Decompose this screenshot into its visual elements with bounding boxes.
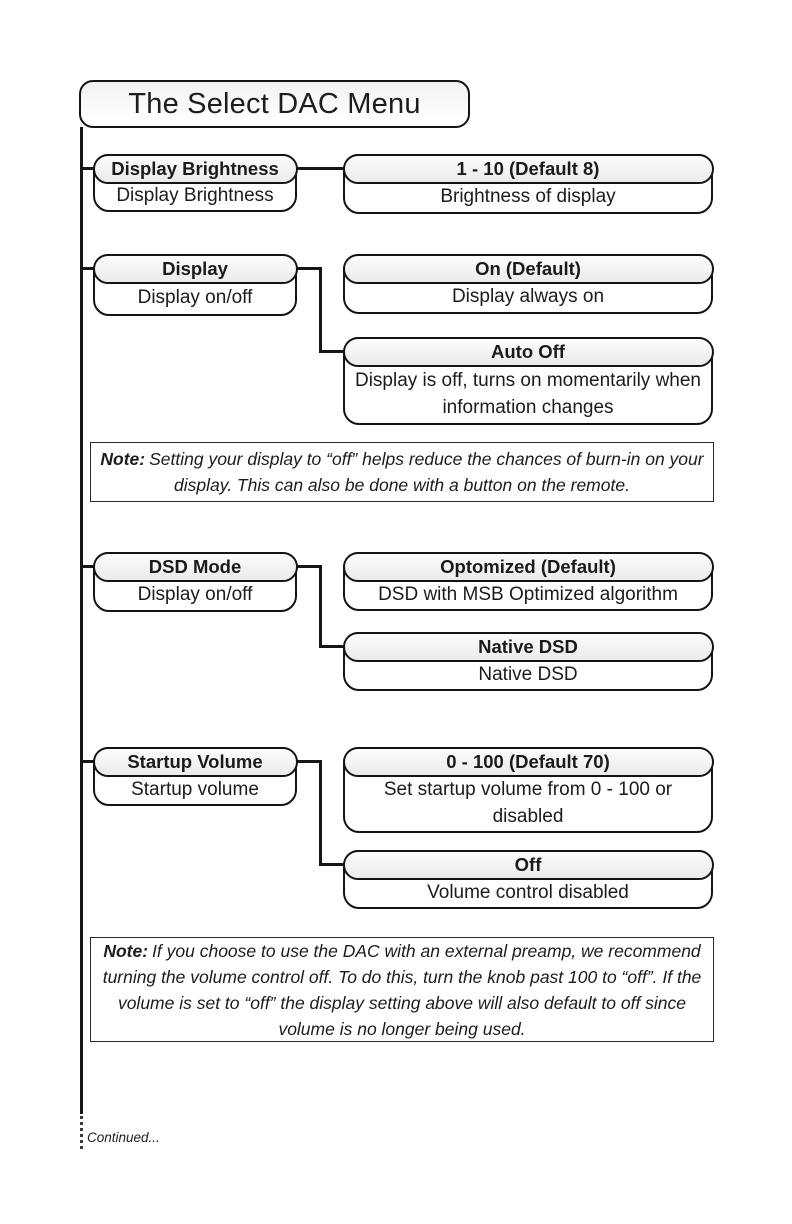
option-display-on: On (Default) Display always on (342, 253, 714, 314)
connector-row2-a (294, 267, 322, 270)
option-description: Display always on (451, 286, 605, 308)
option-description: Native DSD (478, 663, 578, 685)
connector-row4-a (294, 760, 322, 763)
option-label: 0 - 100 (Default 70) (342, 746, 714, 777)
menu-item-dsd-mode: DSD Mode Display on/off (92, 551, 298, 612)
option-native-dsd: Native DSD Native DSD (342, 631, 714, 691)
note-box-display: Note:Setting your display to “off” helps… (90, 442, 714, 502)
option-label: On (Default) (342, 253, 714, 284)
connector-row1 (295, 167, 345, 170)
menu-item-display: Display Display on/off (92, 253, 298, 316)
menu-item-display-brightness: Display Brightness Display Brightness (92, 153, 298, 212)
menu-item-label: Display Brightness (92, 153, 298, 184)
note-prefix: Note: (100, 449, 146, 469)
option-description: DSD with MSB Optimized algorithm (378, 583, 678, 605)
trunk-line-dotted (80, 1116, 83, 1149)
option-description: Volume control disabled (427, 881, 629, 903)
option-label: Native DSD (342, 631, 714, 662)
option-label: 1 - 10 (Default 8) (342, 153, 714, 184)
menu-item-description: Display on/off (137, 584, 253, 606)
connector-row3-b (319, 645, 345, 648)
connector-row3-a (294, 565, 322, 568)
note-prefix: Note: (103, 940, 149, 961)
connector-row2-branch (319, 267, 322, 353)
connector-row3-branch (319, 565, 322, 648)
option-display-auto-off: Auto Off Display is off, turns on moment… (342, 336, 714, 425)
trunk-line (80, 127, 83, 1114)
note-text: Note:If you choose to use the DAC with a… (97, 938, 707, 1042)
option-dsd-optimized: Optomized (Default) DSD with MSB Optimiz… (342, 551, 714, 611)
option-description: Brightness of display (440, 186, 616, 208)
note-body: Setting your display to “off” helps redu… (149, 449, 704, 495)
menu-item-description: Display Brightness (116, 185, 274, 207)
page-title: The Select DAC Menu (79, 80, 470, 128)
connector-row2-b (319, 350, 345, 353)
menu-item-label: DSD Mode (92, 551, 298, 582)
connector-row4-branch (319, 760, 322, 866)
menu-item-label: Startup Volume (92, 746, 298, 777)
menu-item-description: Display on/off (137, 287, 253, 309)
option-label: Auto Off (342, 336, 714, 367)
option-volume-off: Off Volume control disabled (342, 849, 714, 909)
option-label: Off (342, 849, 714, 880)
connector-stub-row2 (80, 267, 95, 270)
connector-stub-row4 (80, 760, 95, 763)
option-label: Optomized (Default) (342, 551, 714, 582)
connector-row4-b (319, 863, 345, 866)
note-box-volume: Note:If you choose to use the DAC with a… (90, 937, 714, 1042)
menu-item-startup-volume: Startup Volume Startup volume (92, 746, 298, 806)
menu-item-description: Startup volume (131, 778, 259, 800)
menu-item-label: Display (92, 253, 298, 284)
continued-label: Continued... (87, 1130, 160, 1145)
note-body: If you choose to use the DAC with an ext… (102, 940, 702, 1039)
connector-stub-row3 (80, 565, 95, 568)
option-description: Set startup volume from 0 - 100 or disab… (383, 779, 673, 827)
page-title-text: The Select DAC Menu (128, 87, 421, 120)
note-text: Note:Setting your display to “off” helps… (97, 446, 707, 498)
option-volume-range: 0 - 100 (Default 70) Set startup volume … (342, 746, 714, 833)
option-description: Display is off, turns on momentarily whe… (354, 370, 702, 418)
connector-stub-row1 (80, 167, 95, 170)
option-display-brightness-range: 1 - 10 (Default 8) Brightness of display (342, 153, 714, 214)
